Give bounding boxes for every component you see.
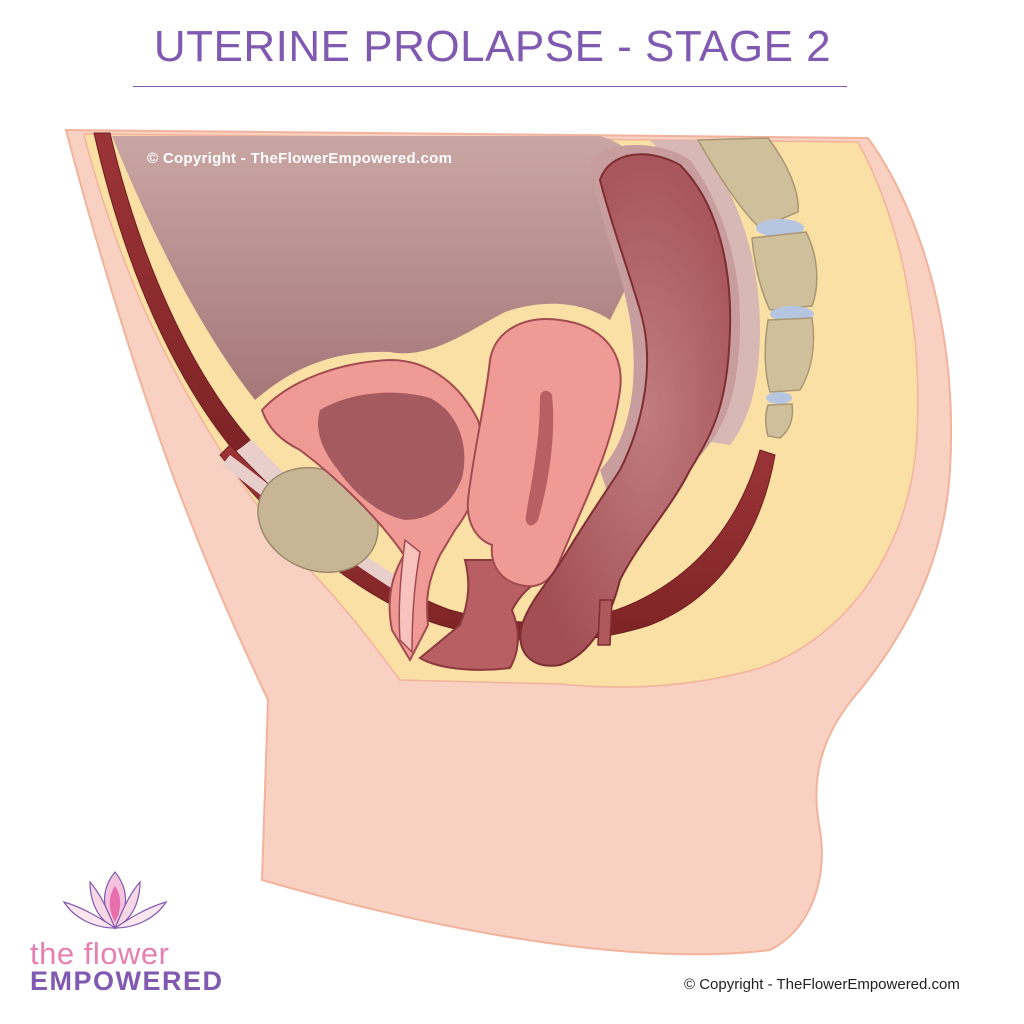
copyright-watermark-top: © Copyright - TheFlowerEmpowered.com xyxy=(147,150,453,167)
title-underline xyxy=(133,86,847,87)
urethra xyxy=(398,538,421,654)
copyright-footer: © Copyright - TheFlowerEmpowered.com xyxy=(684,976,960,993)
vertebra-3 xyxy=(764,317,815,393)
vagina xyxy=(418,559,547,671)
logo-text-line1: the flower xyxy=(30,936,170,971)
coccyx xyxy=(765,403,794,439)
peritoneal-cavity xyxy=(112,136,650,400)
anal-canal xyxy=(597,599,613,646)
sacrum-vertebrae xyxy=(696,137,818,439)
vertebra-2 xyxy=(751,231,818,311)
rectum xyxy=(519,145,740,667)
abdominal-muscle xyxy=(93,132,251,453)
logo-text-line2: EMPOWERED xyxy=(30,966,224,996)
bladder-lumen xyxy=(318,392,465,520)
disc-1 xyxy=(756,219,804,237)
page-title: UTERINE PROLAPSE - STAGE 2 xyxy=(153,22,832,71)
disc-3 xyxy=(766,392,792,404)
bladder xyxy=(260,358,484,663)
rectum-body xyxy=(519,153,732,667)
uterine-cavity xyxy=(525,390,554,526)
lotus-icon xyxy=(62,871,168,930)
uterus xyxy=(466,318,622,588)
